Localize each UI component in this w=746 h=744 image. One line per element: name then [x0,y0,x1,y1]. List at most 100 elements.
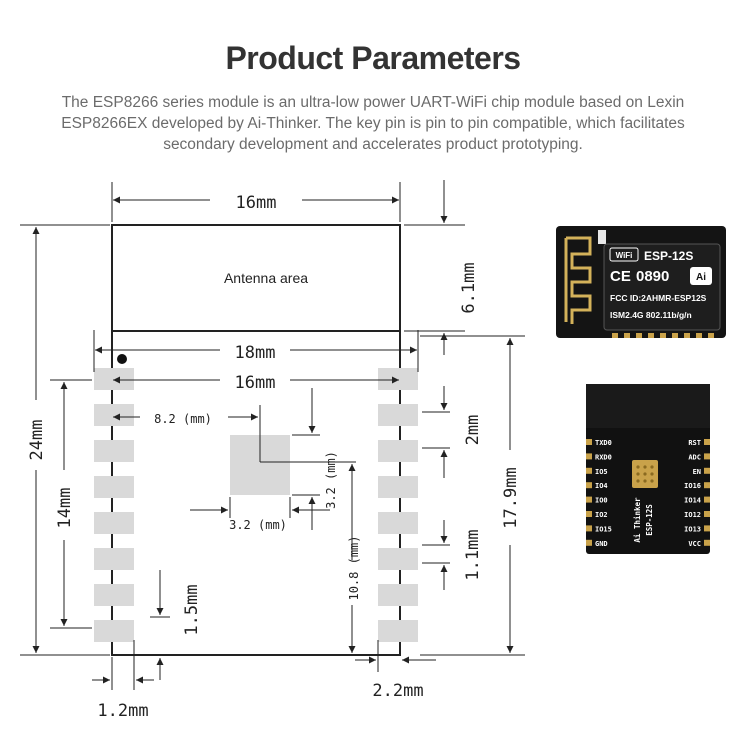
dim-width-16mm-inner: 16mm [235,373,276,393]
pin-label-left: IO0 [595,497,608,505]
dim-width-16mm-top: 16mm [236,193,277,213]
pin-label-right: IO12 [684,511,701,519]
dim-pad-1-5mm: 1.5mm [182,584,202,635]
via-dot [636,479,640,483]
via-dot [636,472,640,476]
pad [378,368,418,390]
pad [94,584,134,606]
pin-label-left: RXD0 [595,453,612,461]
pin-label-right: VCC [688,540,701,548]
castellation [586,511,592,517]
via-dot [650,465,654,469]
description-line: secondary development and accelerates pr… [163,136,583,153]
pin-label-right: ADC [688,453,701,461]
antenna-trace-icon [564,236,592,324]
right-pad-column [378,368,418,642]
ai-logo-icon [690,267,712,285]
wifi-badge-icon: WiFi [616,251,633,260]
product-description: The ESP8266 series module is an ultra-lo… [30,92,716,155]
pad [378,440,418,462]
via-dot [650,479,654,483]
bottom-label-line1: Ai Thinker [633,497,642,543]
dim-height-17-9mm: 17.9mm [501,467,521,528]
ism-band: ISM2.4G 802.11b/g/n [610,310,692,320]
pin-label-left: IO4 [595,482,608,490]
pin-label-left: IO5 [595,468,608,476]
left-pad-column [94,368,134,642]
page-title: Product Parameters [225,40,521,76]
castellated-edge [612,333,714,338]
pad [378,548,418,570]
pad [378,512,418,534]
pad [378,404,418,426]
castellation [586,482,592,489]
via-dot [636,465,640,469]
castellation [648,333,654,338]
castellation [660,333,666,338]
dim-offset-10-8mm: 10.8 (mm) [347,535,361,600]
castellation [672,333,678,338]
castellation [684,333,690,338]
castellation [586,496,592,503]
pin-label-left: IO15 [595,525,612,533]
dim-pad-3-2mm-vertical: 3.2 (mm) [324,451,338,509]
castellation [704,482,710,489]
pin-label-right: IO13 [684,525,701,533]
description-line: The ESP8266 series module is an ultra-lo… [61,94,685,111]
via-dot [650,472,654,476]
via-dot [643,465,647,469]
castellated-edge [586,439,710,546]
pad [94,548,134,570]
pad [94,512,134,534]
castellation [704,525,710,532]
pin-label-left: GND [595,540,608,548]
description-line: ESP8266EX developed by Ai-Thinker. The k… [61,115,685,132]
rf-shield [603,243,721,331]
bottom-label-line2: ESP-12S [645,504,654,536]
castellation [612,333,618,338]
pin1-marker [117,354,127,364]
pin-label-left: TXD0 [595,439,612,447]
pad [94,404,134,426]
antenna-area-label: Antenna area [224,270,308,286]
castellation [696,333,702,338]
castellation [586,439,592,445]
ce-mark: CE [610,268,631,285]
castellation [586,539,592,546]
component-icon [598,230,606,244]
castellation [704,453,710,460]
pad [378,620,418,642]
castellation [586,453,592,460]
dim-edge-2-2mm: 2.2mm [372,681,423,701]
castellation [704,467,710,474]
pad [94,368,134,390]
castellation [704,496,710,503]
castellation [708,333,714,338]
pin-label-right: EN [693,468,701,476]
dim-pad-3-2mm-horizontal: 3.2 (mm) [229,518,287,532]
dim-pad-1-2mm: 1.2mm [97,701,148,721]
dim-offset-8-2mm: 8.2 (mm) [154,412,212,426]
pin-label-left: IO2 [595,511,608,519]
dim-pitch-2mm: 2mm [463,415,483,446]
castellation [636,333,642,338]
dim-pad-1-1mm: 1.1mm [463,529,483,580]
via-dot [643,479,647,483]
via-dot [643,472,647,476]
pad [94,476,134,498]
pad [94,620,134,642]
fcc-id: FCC ID:2AHMR-ESP12S [610,293,707,303]
ce-number: 0890 [636,268,669,285]
pin-label-right: IO14 [684,497,701,505]
pad [94,440,134,462]
pad [378,476,418,498]
pin-label-right: IO16 [684,482,701,490]
pin-label-right: RST [688,439,701,447]
pad [378,584,418,606]
dim-height-14mm: 14mm [55,488,75,529]
castellation [704,439,710,445]
castellation [704,511,710,517]
dim-width-18mm: 18mm [235,343,276,363]
